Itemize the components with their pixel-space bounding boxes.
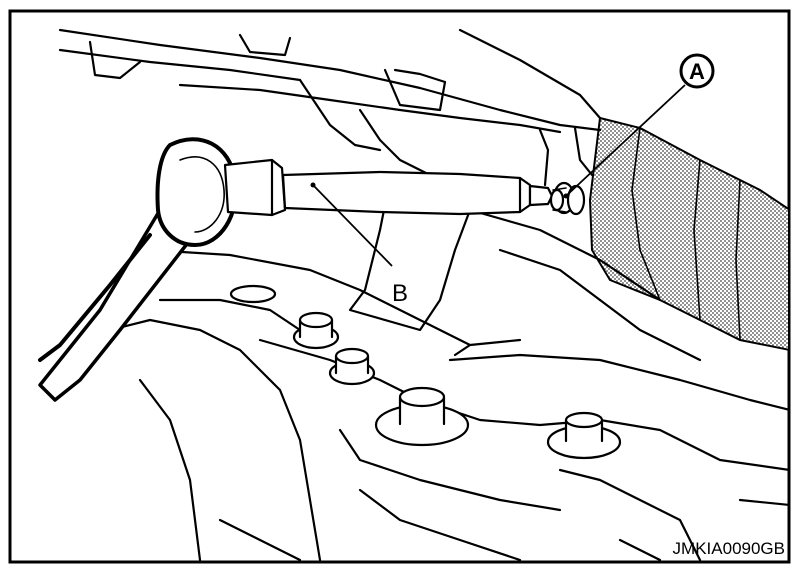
callout-a-dot — [563, 193, 569, 199]
duct-ribs — [693, 159, 741, 341]
callout-b-leader — [312, 184, 393, 267]
figure-code: JMKIA0090GB — [673, 539, 785, 558]
wrench-handle — [38, 208, 192, 402]
mount-hole — [229, 284, 277, 304]
mount-bolt-4 — [546, 411, 622, 460]
bolt-a — [549, 181, 586, 216]
support-bracket — [348, 178, 482, 332]
callout-a-label: A — [689, 59, 705, 84]
callout-a-circle — [679, 53, 715, 89]
callout-b-label: B — [392, 280, 408, 307]
duct-edge — [631, 127, 661, 301]
mount-bolt-3 — [374, 386, 470, 447]
mount-bolt-2 — [328, 347, 376, 386]
callout-a-leader — [565, 84, 686, 197]
mount-bolt-1 — [292, 311, 340, 350]
upper-body-panel — [58, 28, 602, 187]
extension-bar — [223, 158, 554, 217]
wrench-handle-edge — [38, 233, 152, 362]
lower-engine-parts — [108, 208, 788, 561]
wrench-head-inner — [179, 156, 225, 233]
